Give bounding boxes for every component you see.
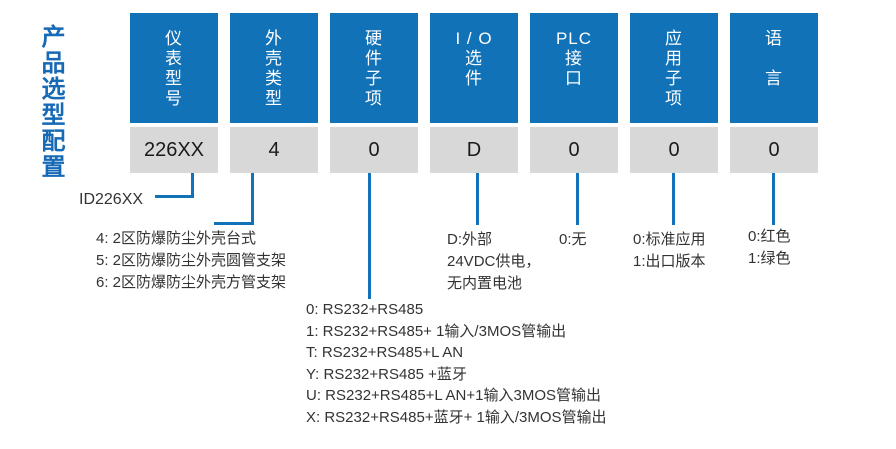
header-line: 用	[665, 49, 683, 68]
header-language: 语 言	[730, 13, 818, 123]
header-line: 选	[465, 49, 483, 68]
header-line: 外	[265, 29, 283, 48]
note-line: 1:绿色	[748, 250, 791, 267]
header-line: 子	[365, 69, 383, 88]
header-plc-interface: PLC 接 口	[530, 13, 618, 123]
value-application-subitem: 0	[630, 127, 718, 173]
page-title: 产品选型配置	[37, 24, 64, 180]
header-line: 仪	[165, 29, 183, 48]
header-line: 表	[165, 49, 183, 68]
note-line: 0: RS232+RS485	[306, 301, 424, 318]
value-instrument-model: 226XX	[130, 127, 218, 173]
header-line: 类	[265, 69, 283, 88]
header-line: 项	[365, 89, 383, 108]
note-housing-type: 4: 2区防爆防尘外壳台式 5: 2区防爆防尘外壳圆管支架 6: 2区防爆防尘外…	[96, 228, 286, 294]
header-line: 语	[765, 29, 783, 48]
header-line: 硬	[365, 29, 383, 48]
note-plc-interface: 0:无	[559, 229, 587, 251]
connector-line	[672, 173, 675, 225]
note-line: 24VDC供电，	[447, 253, 541, 270]
note-line: 5: 2区防爆防尘外壳圆管支架	[96, 252, 287, 269]
header-line: 应	[665, 29, 683, 48]
header-instrument-model: 仪 表 型 号	[130, 13, 218, 123]
note-line: U: RS232+RS485+L AN+1输入3MOS管输出	[306, 387, 601, 404]
header-line: 言	[765, 69, 783, 88]
connector-line	[251, 173, 254, 225]
note-line: 无内置电池	[447, 275, 523, 292]
note-line: 1: RS232+RS485+ 1输入/3MOS管输出	[306, 322, 567, 340]
header-line: PLC	[555, 29, 593, 48]
note-line: 0:标准应用	[633, 231, 706, 248]
header-line: 壳	[265, 49, 283, 68]
value-hardware-subitem: 0	[330, 127, 418, 173]
note-application-subitem: 0:标准应用 1:出口版本	[633, 229, 706, 273]
connector-line	[191, 173, 194, 198]
value-language: 0	[730, 127, 818, 173]
header-application-subitem: 应 用 子 项	[630, 13, 718, 123]
value-housing-type: 4	[230, 127, 318, 173]
header-io-option: I / O 选 件	[430, 13, 518, 123]
header-line: 项	[665, 89, 683, 108]
note-line: D:外部	[447, 231, 493, 248]
connector-line	[214, 222, 254, 225]
header-hardware-subitem: 硬 件 子 项	[330, 13, 418, 123]
note-line: 4: 2区防爆防尘外壳台式	[96, 230, 257, 247]
header-line: 件	[365, 49, 383, 68]
note-line: ID226XX	[79, 191, 144, 208]
header-line: 子	[665, 69, 683, 88]
header-line: 口	[565, 69, 583, 88]
header-housing-type: 外 壳 类 型	[230, 13, 318, 123]
header-line: 型	[265, 89, 283, 108]
note-line: 1:出口版本	[633, 253, 706, 270]
note-line: T: RS232+RS485+L AN	[306, 344, 464, 361]
note-hardware-subitem: 0: RS232+RS485 1: RS232+RS485+ 1输入/3MOS管…	[306, 299, 607, 428]
note-line: 0:无	[559, 231, 587, 248]
connector-line	[576, 173, 579, 225]
note-io-option: D:外部 24VDC供电， 无内置电池	[447, 229, 540, 295]
header-line: I / O	[455, 29, 493, 48]
note-instrument-model: ID226XX	[79, 189, 143, 211]
note-line: 0:红色	[748, 228, 791, 245]
header-line: 号	[165, 89, 183, 108]
header-line: 型	[165, 69, 183, 88]
header-line: 件	[465, 69, 483, 88]
value-io-option: D	[430, 127, 518, 173]
connector-line	[476, 173, 479, 225]
connector-line	[155, 195, 194, 198]
note-line: X: RS232+RS485+蓝牙+ 1输入/3MOS管输出	[306, 408, 607, 426]
value-plc-interface: 0	[530, 127, 618, 173]
connector-line	[368, 173, 371, 299]
note-line: 6: 2区防爆防尘外壳方管支架	[96, 274, 287, 291]
connector-line	[772, 173, 775, 225]
header-line: 接	[565, 49, 583, 68]
note-language: 0:红色 1:绿色	[748, 226, 791, 270]
note-line: Y: RS232+RS485 +蓝牙	[306, 365, 467, 383]
